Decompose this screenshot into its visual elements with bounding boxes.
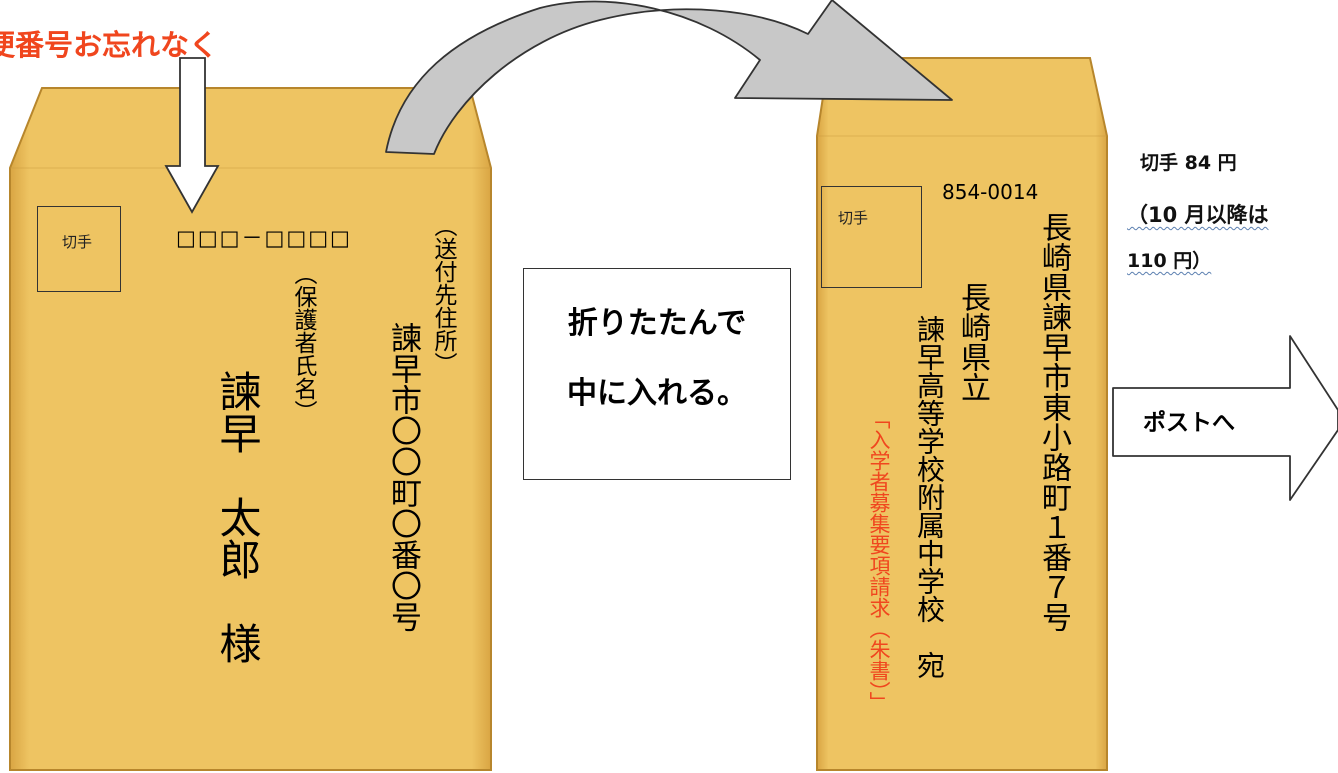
- fold-instruction-box: 折りたたんで 中に入れる。: [523, 268, 791, 480]
- prefecture-label: 長崎県立: [955, 282, 990, 402]
- fold-instruction-line2: 中に入れる。: [567, 376, 747, 411]
- school-address: 長崎県諫早市東小路町１番７号: [1036, 212, 1071, 632]
- postal-code-reminder: 便番号お忘れなく: [0, 28, 219, 62]
- post-arrow-shape: [1112, 335, 1338, 501]
- stamp-box: [821, 186, 922, 288]
- curved-arrow-icon: [385, 0, 953, 155]
- down-arrow-icon: [164, 57, 220, 214]
- school-postal-code: 854-0014: [942, 180, 1039, 204]
- stamp-box: [37, 206, 121, 292]
- address-caption: （送付先住所）: [430, 214, 456, 375]
- postage-line3: 110 円）: [1127, 250, 1212, 272]
- school-name: 諫早高等学校附属中学校 宛: [913, 315, 946, 679]
- fold-instruction-line1: 折りたたんで: [567, 306, 747, 341]
- return-address: 諫早市〇〇町〇番〇号: [385, 322, 421, 632]
- postal-code-boxes: □□□－□□□□: [176, 226, 352, 250]
- postage-line1: 切手 84 円: [1140, 152, 1237, 174]
- stamp-label: 切手: [838, 209, 869, 227]
- stamp-label: 切手: [62, 233, 93, 251]
- outer-envelope-shape: [816, 57, 1108, 771]
- guardian-caption: （保護者氏名）: [290, 262, 316, 423]
- recipient-name: 諫早 太郎 様: [213, 370, 262, 664]
- post-label: ポストへ: [1143, 410, 1235, 436]
- request-note: 「入学者募集要項請求（朱書）」: [867, 408, 891, 713]
- postage-line2: （10 月以降は: [1127, 203, 1269, 227]
